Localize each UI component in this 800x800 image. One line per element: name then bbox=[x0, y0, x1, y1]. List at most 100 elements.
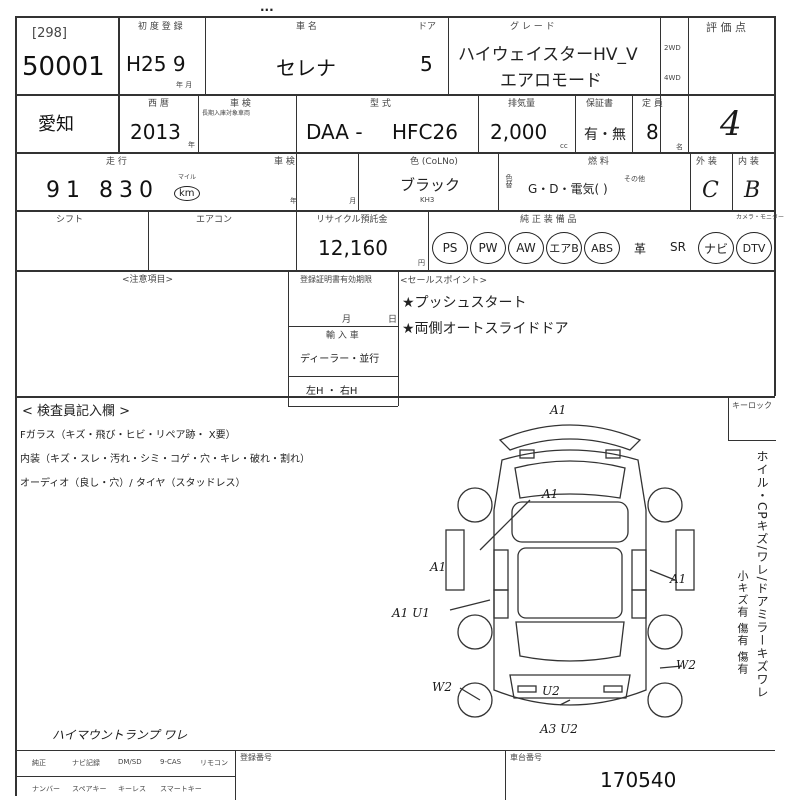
vehicle-inspection-label: 車 検 bbox=[230, 99, 251, 109]
interior-value: B bbox=[744, 178, 761, 203]
sales-label: <セールスポイント> bbox=[400, 276, 488, 286]
chassis-number: 170540 bbox=[600, 768, 677, 792]
v-1d bbox=[660, 16, 661, 152]
import-label: 輸 入 車 bbox=[326, 331, 359, 341]
color-change-label: 色替 bbox=[505, 174, 513, 188]
v-2a bbox=[198, 94, 199, 152]
mark-rear: U2 bbox=[542, 684, 560, 698]
registration-day: 日 bbox=[388, 315, 398, 325]
v-5b bbox=[398, 270, 399, 406]
inspector-line2: 内装（キズ・スレ・汚れ・シミ・コゲ・穴・キレ・破れ・割れ） bbox=[20, 454, 310, 465]
displacement-value: 2,000 bbox=[490, 120, 548, 144]
warranty-label: 保証書 bbox=[586, 99, 614, 109]
first-reg-ym: 年 月 bbox=[176, 81, 193, 89]
ac-label: エアコン bbox=[196, 215, 233, 225]
row1-bottom bbox=[15, 94, 775, 96]
outer-left bbox=[15, 16, 17, 796]
opt-spare: スペアキー bbox=[72, 785, 107, 793]
vehicle-inspection-note: 長期入庫対象車両 bbox=[202, 110, 251, 117]
v-2d bbox=[575, 94, 576, 152]
side-note: ホイル・CPキズ/ワレ/ドアミラーキズワレ bbox=[755, 450, 769, 699]
car-diagram bbox=[445, 424, 695, 718]
v-3d bbox=[732, 152, 733, 210]
inspection-ym: 年 月 bbox=[290, 197, 357, 205]
camera-label: カメラ・モニター bbox=[736, 214, 785, 221]
mileage-value: 91 830 bbox=[46, 178, 159, 203]
outer-right bbox=[774, 16, 776, 396]
mileage-label: 走 行 bbox=[106, 157, 127, 167]
color-value: ブラック bbox=[400, 176, 461, 194]
warranty-value: 有・無 bbox=[584, 127, 626, 143]
capacity-value: 8 bbox=[646, 120, 659, 144]
region: 愛知 bbox=[38, 114, 74, 135]
outer-top bbox=[15, 16, 775, 18]
capacity-label: 定 員 bbox=[642, 99, 663, 109]
mark-windshield: A1 bbox=[550, 403, 567, 417]
inspection-label: 車 検 bbox=[274, 157, 295, 167]
rating-value: 4 bbox=[720, 104, 742, 144]
row2-bottom bbox=[15, 152, 775, 154]
v-4c bbox=[428, 210, 429, 270]
displacement-label: 排気量 bbox=[508, 99, 536, 109]
v-4a bbox=[148, 210, 149, 270]
western-year-label: 西 暦 bbox=[148, 99, 169, 109]
bottom-top bbox=[15, 750, 775, 751]
registration-label: 登録証明書有効期限 bbox=[300, 275, 372, 284]
model-label: 型 式 bbox=[370, 99, 391, 109]
grade-line2: エアロモード bbox=[500, 71, 602, 91]
equipment-navi: ナビ bbox=[698, 232, 734, 264]
mark-right-rear: W2 bbox=[676, 658, 696, 672]
equipment-label: 純 正 装 備 品 bbox=[520, 215, 577, 225]
recycle-label: リサイクル預託金 bbox=[316, 215, 388, 225]
v-1c bbox=[448, 16, 449, 94]
v-3c bbox=[690, 152, 691, 210]
mark-hood: A1 bbox=[542, 487, 559, 501]
mark-left: A1 bbox=[430, 560, 447, 574]
recycle-yen: 円 bbox=[418, 259, 425, 267]
equipment-ps: PS bbox=[432, 232, 468, 264]
opt-genuine: 純正 bbox=[32, 759, 46, 767]
v-1a bbox=[118, 16, 120, 152]
sales-point-1: ★プッシュスタート bbox=[402, 295, 527, 311]
h-5a bbox=[288, 326, 398, 327]
first-reg-value: H25 9 bbox=[126, 52, 186, 76]
fuel-label: 燃 料 bbox=[588, 157, 609, 167]
inspector-title: < 検査員記入欄 > bbox=[22, 404, 131, 419]
import-dealer: ディーラー・並行 bbox=[300, 354, 380, 365]
import-handle: 左H ・ 右H bbox=[306, 386, 358, 397]
equipment-airbag: エアB bbox=[546, 232, 582, 264]
equipment-leather: 革 bbox=[634, 242, 647, 256]
v-4b bbox=[296, 210, 297, 270]
model-prefix: DAA - bbox=[306, 120, 363, 144]
color-code: KH3 bbox=[420, 196, 435, 204]
v-1e bbox=[688, 16, 689, 152]
mileage-unit-top: マイル bbox=[178, 174, 197, 181]
v-3b bbox=[498, 152, 499, 210]
v-1b bbox=[205, 16, 206, 94]
v-2e bbox=[632, 94, 633, 152]
lot-number: 50001 bbox=[22, 52, 105, 82]
v-2b bbox=[296, 94, 297, 210]
row3-bottom bbox=[15, 210, 775, 212]
doors-value: 5 bbox=[420, 52, 433, 76]
rating-label: 評 価 点 bbox=[706, 21, 746, 34]
grade-line1: ハイウェイスターHV_V bbox=[458, 45, 638, 65]
v-3a bbox=[358, 152, 359, 210]
fuel-value: G・D・電気( ) bbox=[528, 182, 608, 196]
doors-label: ドア bbox=[418, 22, 437, 32]
keybox-left bbox=[728, 396, 729, 440]
displacement-unit: cc bbox=[560, 142, 568, 150]
color-label: 色 (CoLNo) bbox=[410, 157, 458, 167]
equipment-dtv: DTV bbox=[736, 232, 772, 264]
first-reg-label: 初 度 登 録 bbox=[138, 22, 183, 32]
car-name-label: 車 名 bbox=[296, 22, 317, 32]
equipment-abs: ABS bbox=[584, 232, 620, 264]
notes-label: <注意項目> bbox=[122, 275, 174, 285]
bottom-v2 bbox=[505, 750, 506, 800]
recycle-fee: 12,160 bbox=[318, 236, 388, 260]
registration-month: 月 bbox=[342, 315, 352, 325]
interior-label: 内 装 bbox=[738, 157, 759, 167]
drive-4wd: 4WD bbox=[664, 74, 681, 82]
v-5a bbox=[288, 270, 289, 406]
drive-2wd: 2WD bbox=[664, 44, 681, 52]
